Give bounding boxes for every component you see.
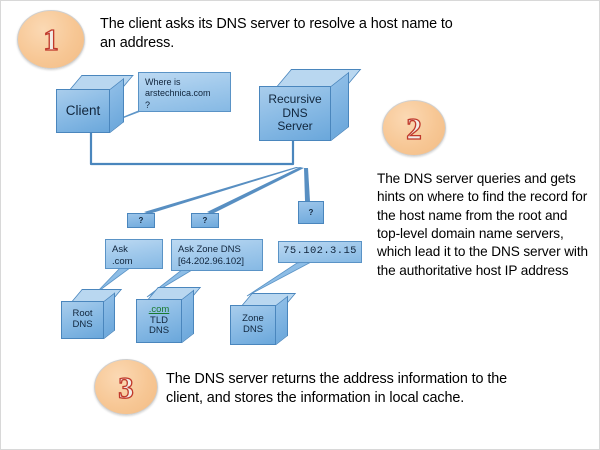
tld-label-domain: .com [148, 304, 170, 316]
ask-com-callout: Ask .com [105, 239, 163, 269]
client-cube-side [110, 78, 124, 133]
client-label: Client [65, 103, 101, 119]
tld-dns-node: .com TLD DNS [136, 287, 202, 343]
tld-label-line2: TLD [150, 314, 168, 326]
query-mark-2-label: ? [202, 216, 208, 225]
ask-com-line2: .com [112, 255, 133, 267]
root-cube-side [104, 292, 115, 339]
step-2-circle: 2 [382, 100, 446, 156]
zone-label-line2: DNS [242, 324, 264, 335]
query-callout-line2: arstechnica.com [145, 88, 211, 99]
step-1-circle: 1 [17, 10, 85, 69]
recursive-label-line2: DNS [282, 105, 308, 120]
host-ip-callout: 75.102.3.15 [278, 241, 362, 263]
zone-dns-node: Zone DNS [230, 293, 297, 345]
recursive-dns-server-node: Recursive DNS Server [259, 69, 362, 141]
ask-com-line1: Ask [112, 244, 128, 255]
query-callout-line3: ? [145, 99, 151, 110]
query-mark-1-label: ? [138, 216, 144, 225]
zone-label-line1: Zone [242, 313, 264, 325]
step-3-circle: 3 [94, 359, 158, 415]
step-1-text: The client asks its DNS server to resolv… [100, 16, 453, 52]
host-ip-label: 75.102.3.15 [283, 245, 357, 258]
client-node: Client [56, 75, 134, 133]
root-dns-node: Root DNS [61, 289, 123, 339]
query-mark-1: ? [127, 213, 155, 228]
query-mark-3: ? [298, 201, 324, 224]
tld-cube-front: .com TLD DNS [136, 299, 182, 343]
step-2-text: The DNS server queries and gets hints on… [377, 171, 588, 278]
step-3-number: 3 [118, 369, 135, 405]
recursive-cube-front: Recursive DNS Server [259, 86, 331, 141]
zone-cube-side [276, 295, 288, 345]
ask-zone-line1: Ask Zone DNS [178, 244, 241, 255]
recursive-label-line3: Server [277, 119, 313, 134]
tld-label-line3: DNS [148, 325, 170, 337]
query-mark-3-label: ? [308, 208, 314, 217]
query-callout: Where is arstechnica.com ? [138, 72, 231, 112]
query-mark-2: ? [191, 213, 219, 228]
client-cube-front: Client [56, 89, 110, 133]
step-3-text: The DNS server returns the address infor… [166, 371, 508, 407]
root-label-line2: DNS [72, 319, 93, 330]
root-cube-front: Root DNS [61, 301, 104, 339]
recursive-label-line1: Recursive [268, 92, 322, 107]
ask-zone-callout: Ask Zone DNS [64.202.96.102] [171, 239, 263, 271]
client-cube-top [70, 75, 134, 89]
recursive-cube-side [331, 71, 349, 141]
step-2-number: 2 [406, 110, 423, 146]
zone-cube-front: Zone DNS [230, 305, 276, 345]
tld-cube-side [182, 289, 194, 343]
root-label-line1: Root [72, 308, 93, 320]
query-callout-line1: Where is [145, 77, 181, 87]
step-1-number: 1 [43, 22, 60, 57]
ask-zone-line2: [64.202.96.102] [178, 255, 245, 267]
